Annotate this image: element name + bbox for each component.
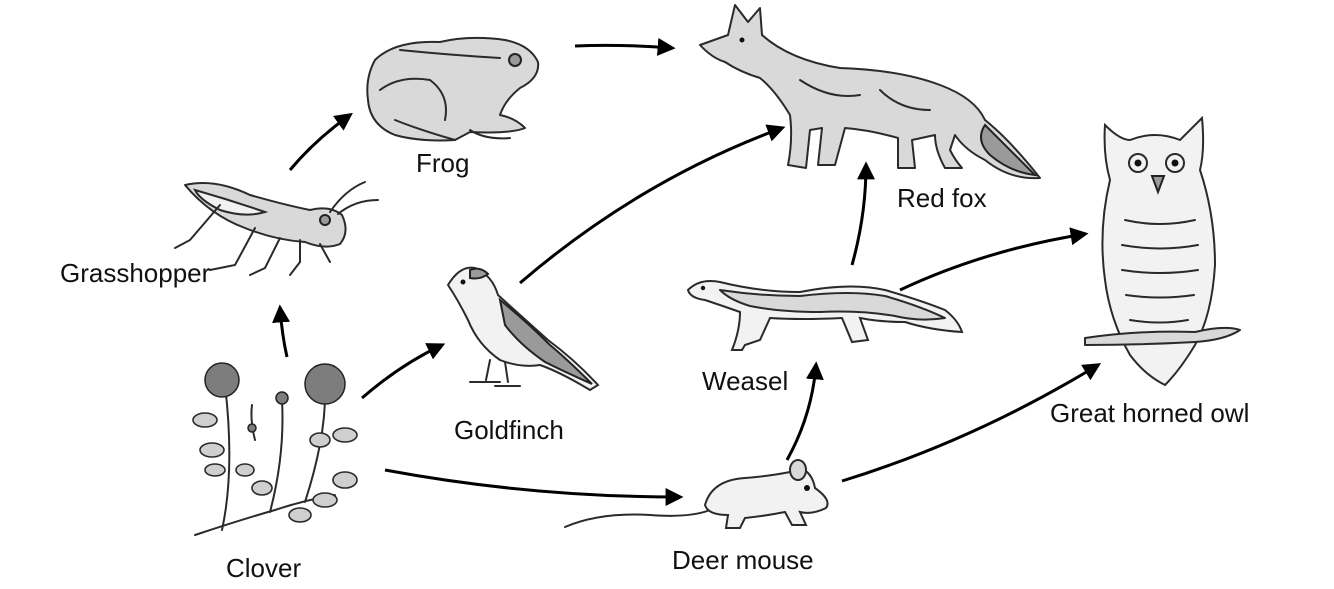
label-frog: Frog (416, 148, 470, 178)
label-deer-mouse: Deer mouse (672, 545, 814, 575)
arrow-clover-to-grasshopper (272, 304, 291, 358)
clover-illustration (192, 362, 358, 536)
grasshopper-illustration (174, 181, 379, 276)
label-grasshopper: Grasshopper (60, 258, 211, 288)
arrow-deer-mouse-to-great-horned-owl (841, 363, 1102, 483)
arrows (272, 37, 1102, 506)
frog-illustration (366, 36, 540, 142)
arrow-grasshopper-to-frog (288, 112, 353, 171)
great-horned-owl-illustration (1084, 115, 1241, 387)
red-fox-illustration (699, 4, 1041, 180)
arrow-goldfinch-to-red-fox (519, 124, 786, 285)
goldfinch-illustration (446, 266, 600, 392)
label-clover: Clover (226, 553, 302, 583)
label-great-horned-owl: Great horned owl (1050, 398, 1250, 428)
label-red-fox: Red fox (897, 183, 987, 213)
label-goldfinch: Goldfinch (454, 415, 564, 445)
deer-mouse-illustration (564, 459, 829, 529)
arrow-clover-to-goldfinch (361, 343, 446, 400)
arrow-weasel-to-great-horned-owl (899, 227, 1089, 292)
arrow-deer-mouse-to-weasel (785, 361, 824, 461)
arrow-frog-to-red-fox (574, 37, 676, 56)
arrow-weasel-to-red-fox (850, 161, 875, 266)
label-weasel: Weasel (702, 366, 789, 396)
weasel-illustration (686, 280, 964, 351)
arrow-clover-to-deer-mouse (384, 468, 684, 506)
